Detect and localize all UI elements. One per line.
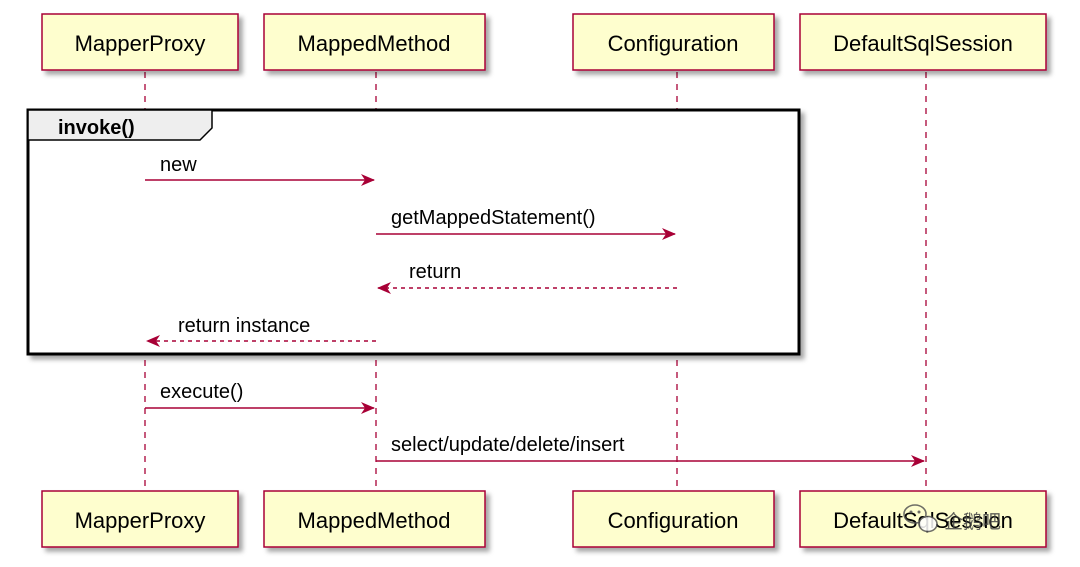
participant-label: MapperProxy: [75, 508, 206, 533]
lifelines: [144, 72, 927, 494]
watermark: 企鹅吧: [903, 504, 1001, 533]
message-label-select-update-delete-insert: select/update/delete/insert: [391, 434, 625, 456]
message-label-execute: execute(): [160, 381, 243, 403]
participant-mappedmethod-top[interactable]: MappedMethod: [263, 13, 486, 71]
messages: new getMappedStatement() return return i…: [145, 154, 925, 467]
participant-label: MappedMethod: [298, 31, 451, 56]
participant-label: MapperProxy: [75, 31, 206, 56]
wechat-logo-icon: [903, 504, 938, 533]
participant-label: MappedMethod: [298, 508, 451, 533]
participant-mapperproxy-bottom[interactable]: MapperProxy: [41, 490, 239, 548]
frame-label: invoke(): [58, 117, 135, 139]
message-label-return: return: [409, 261, 461, 283]
watermark-text: 企鹅吧: [944, 511, 1001, 533]
message-label-new: new: [160, 154, 197, 176]
participants-top: MapperProxy MappedMethod Configuration D…: [41, 13, 1047, 71]
participant-label: DefaultSqlSession: [833, 31, 1013, 56]
participant-configuration-bottom[interactable]: Configuration: [572, 490, 775, 548]
frame-label-tab: [27, 109, 213, 141]
participant-label: Configuration: [608, 508, 739, 533]
message-label-return-instance: return instance: [178, 315, 310, 337]
message-label-getmappedstatement: getMappedStatement(): [391, 207, 596, 229]
participant-defaultsqlsession-top[interactable]: DefaultSqlSession: [799, 13, 1047, 71]
participant-mapperproxy-top[interactable]: MapperProxy: [41, 13, 239, 71]
participant-mappedmethod-bottom[interactable]: MappedMethod: [263, 490, 486, 548]
participants-bottom: MapperProxy MappedMethod Configuration D…: [41, 490, 1047, 548]
participant-configuration-top[interactable]: Configuration: [572, 13, 775, 71]
participant-label: Configuration: [608, 31, 739, 56]
fragment-frame: invoke(): [26, 108, 801, 356]
